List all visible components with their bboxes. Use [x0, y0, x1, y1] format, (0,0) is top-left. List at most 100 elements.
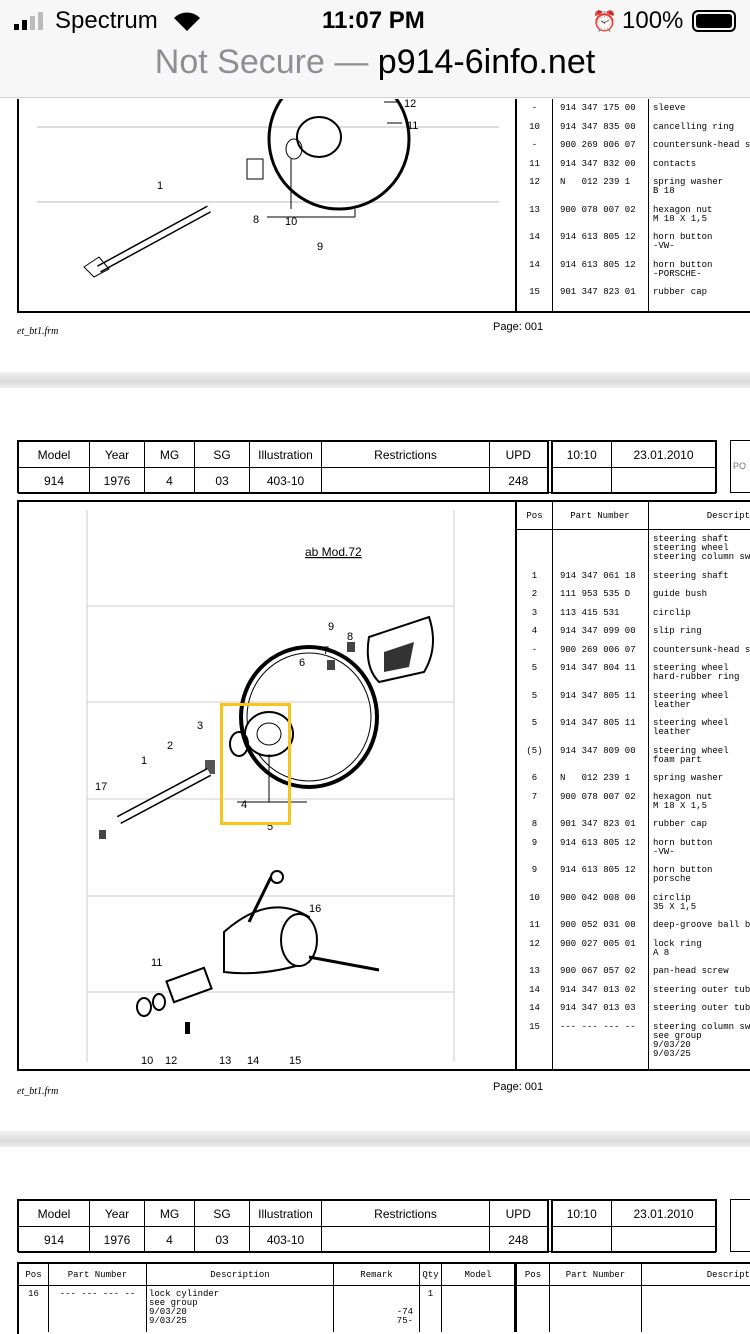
- row-pos: 10: [529, 121, 540, 132]
- row-part-number: 914 347 832 00: [560, 158, 636, 169]
- callout-label: 15: [289, 1055, 301, 1067]
- header-mg: MG: [144, 1200, 195, 1227]
- callout-label: 8: [347, 631, 353, 643]
- value-sg: 03: [194, 467, 250, 494]
- callout-label: 10: [141, 1055, 153, 1067]
- illustration-box-1: 12 11 1 8 10 9: [17, 67, 517, 313]
- row-part-number: --- --- --- --: [49, 1286, 147, 1332]
- row-description: contacts: [653, 158, 697, 169]
- row-description: countersunk-head s: [653, 140, 750, 150]
- value-model: 914: [18, 1226, 90, 1253]
- row-description: horn button porsche: [653, 865, 713, 884]
- callout-label: 5: [267, 821, 273, 833]
- row-description: sleeve: [653, 103, 686, 113]
- value-year: 1976: [89, 1226, 145, 1253]
- row-pos: 12: [529, 938, 540, 949]
- column-divider: [648, 502, 649, 1069]
- col-qty: Qty: [420, 1264, 442, 1285]
- row-part-number: 914 613 805 12: [560, 259, 636, 270]
- header-restrictions: Restrictions: [321, 1200, 490, 1227]
- footer-filename: et_bt1.frm: [17, 326, 59, 337]
- value-upd: 248: [489, 467, 550, 494]
- header-upd: UPD: [489, 441, 550, 468]
- callout-label: 4: [241, 799, 247, 811]
- row-pos: -: [531, 103, 538, 113]
- value-restrictions: [321, 467, 490, 494]
- table-row: steering shaft steering wheel steering c…: [517, 530, 750, 567]
- callout-label: 12: [404, 99, 416, 110]
- row-description: steering column sw see group 9/03/20 9/0…: [653, 1021, 750, 1059]
- page-number: Page: 001: [493, 1081, 544, 1093]
- row-pos: 11: [529, 920, 540, 930]
- row-pos: 2: [531, 589, 538, 599]
- value-model: 914: [18, 467, 90, 494]
- value-sg: 03: [194, 1226, 250, 1253]
- row-pos: [517, 535, 552, 562]
- row-pos: 14: [529, 259, 540, 270]
- row-description: spring washer B 18: [653, 177, 724, 196]
- value-mg: 4: [144, 1226, 195, 1253]
- alarm-icon: ⏰: [592, 11, 617, 33]
- header-table-3: Model Year MG SG Illustration Restrictio…: [17, 1199, 717, 1253]
- row-pos: 15: [529, 1021, 540, 1032]
- row-description: spring washer: [653, 773, 724, 783]
- row-pos: 5: [531, 690, 538, 701]
- row-pos: 3: [531, 607, 538, 618]
- row-part-number: 914 347 805 11: [560, 690, 636, 701]
- wifi-icon: [174, 12, 200, 31]
- row-part-number: 113 415 531: [560, 607, 620, 618]
- col-remark: Remark: [334, 1264, 420, 1285]
- row-pos: 16: [19, 1286, 49, 1332]
- header-year: Year: [89, 441, 145, 468]
- header-time: 10:10: [546, 441, 612, 468]
- value-illustration: 403-10: [249, 467, 322, 494]
- row-part-number: 914 613 805 12: [560, 232, 636, 242]
- row-description: steering outer tub: [653, 984, 750, 995]
- row-part-number: 900 042 008 00: [560, 892, 636, 903]
- row-pos: 5: [531, 718, 538, 728]
- row-pos: 8: [531, 819, 538, 829]
- illustration-caption: ab Mod.72: [305, 545, 362, 559]
- url-bar[interactable]: Not Secure — p914-6info.net: [0, 42, 750, 98]
- row-part-number: 914 613 805 12: [560, 837, 636, 848]
- header-time: 10:10: [546, 1200, 612, 1227]
- row-pos: 12: [529, 177, 540, 187]
- row-part-number: 914 347 835 00: [560, 121, 636, 132]
- callout-label: 9: [317, 241, 323, 253]
- row-pos: 9: [531, 837, 538, 848]
- row-description: circlip 35 X 1,5: [653, 892, 697, 912]
- row-pos: -: [531, 644, 538, 655]
- row-part-number: 901 347 823 01: [560, 287, 636, 297]
- callout-label: 6: [299, 657, 305, 669]
- row-part-number: 914 347 804 11: [560, 663, 636, 673]
- row-part-number: 914 347 013 03: [560, 1003, 636, 1013]
- table-header: Pos Part Number Description Remark Qty M…: [19, 1264, 750, 1286]
- col-model: Model: [442, 1264, 517, 1285]
- callout-label: 1: [141, 755, 147, 767]
- row-description: hexagon nut M 18 X 1,5: [653, 791, 713, 811]
- col-part-number: Part Number: [49, 1264, 147, 1285]
- header-illustration: Illustration: [249, 1200, 322, 1227]
- row-pos: 13: [529, 966, 540, 976]
- row-description: steering wheel leather: [653, 690, 729, 710]
- signal-icon: [14, 12, 43, 30]
- row-description: circlip: [653, 607, 691, 618]
- row-description: lock cylinder see group 9/03/20 9/03/25: [147, 1286, 334, 1332]
- callout-label: 11: [407, 120, 418, 132]
- callout-label: 9: [328, 621, 334, 633]
- row-description: steering shaft: [653, 570, 729, 581]
- row-part-number: 900 067 057 02: [560, 966, 636, 976]
